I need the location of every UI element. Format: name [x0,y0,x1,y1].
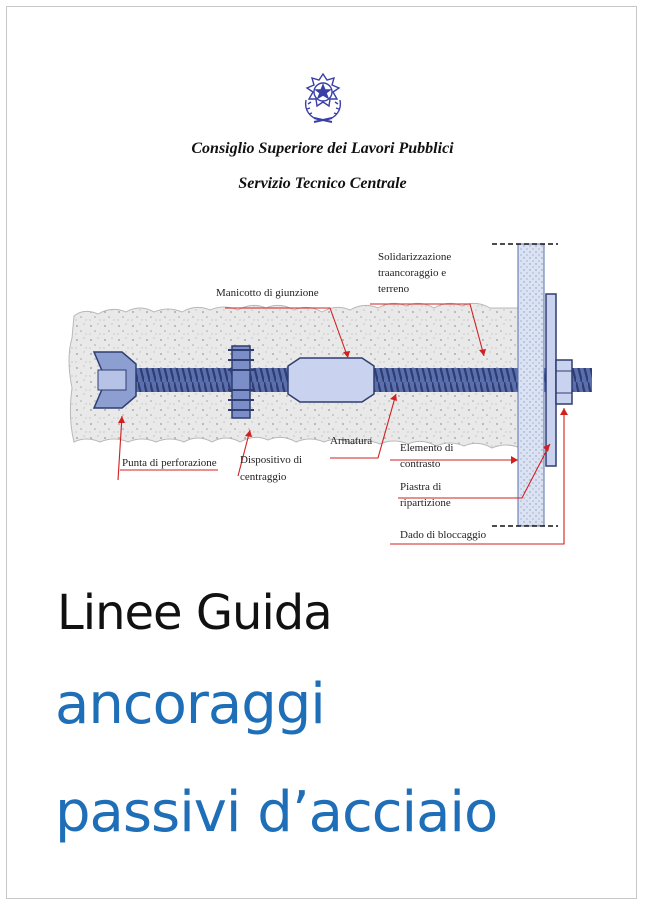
contrast-element [517,243,545,527]
institution-name: Consiglio Superiore dei Lavori Pubblici [191,140,454,157]
page-border [6,6,637,899]
label-contrast-2: contrasto [400,458,441,470]
label-solidarization-2: traancoraggio e [378,267,446,279]
label-centering-1: Dispositivo di [240,454,302,466]
centering-device [228,345,254,419]
label-contrast-1: Elemento di [400,442,453,454]
label-rebar: Armatura [330,435,372,447]
label-coupler: Manicotto di giunzione [216,287,319,299]
locking-nut [555,359,573,405]
department-name: Servizio Tecnico Centrale [238,175,407,192]
republic-emblem-icon [304,72,342,123]
label-centering-2: centraggio [240,471,287,483]
anchor-diagram: Solidarizzazione traancoraggio e terreno… [68,243,592,545]
label-solidarization-1: Solidarizzazione [378,251,451,263]
title-line-1: Linee Guida [57,585,333,641]
coupler [287,357,375,403]
label-solidarization-3: terreno [378,283,410,295]
bearing-plate [545,293,557,467]
label-nut: Dado di bloccaggio [400,529,487,541]
label-plate-2: ripartizione [400,497,451,509]
title-line-2: ancoraggi [55,672,326,737]
title-line-3: passivi d’acciaio [55,780,498,845]
label-plate-1: Piastra di [400,481,441,493]
label-drill-bit: Punta di perforazione [122,457,217,469]
